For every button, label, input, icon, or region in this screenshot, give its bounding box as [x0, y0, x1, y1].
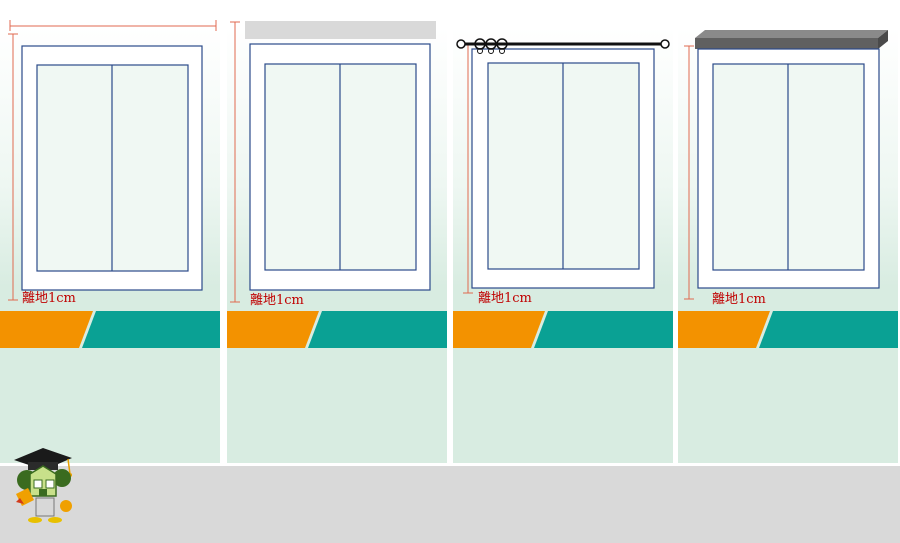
- color-band: [453, 311, 673, 348]
- floor-clearance-label: 離地1cm: [22, 291, 76, 306]
- color-band: [678, 311, 898, 348]
- window-diagram: [456, 38, 670, 294]
- window-diagram: [8, 20, 217, 301]
- graduate-house-mascot-icon: [14, 448, 72, 523]
- panel-1: 離地1cm: [0, 0, 220, 463]
- window-diagram: [230, 21, 436, 303]
- color-band: [227, 311, 447, 348]
- panel-4: 離地1cm: [678, 0, 898, 463]
- panel-2: 離地1cm: [227, 0, 447, 463]
- floor-clearance-label: 離地1cm: [250, 293, 304, 308]
- floor-clearance-label: 離地1cm: [478, 291, 532, 306]
- floor-strip: [0, 466, 900, 543]
- curtain-box: [695, 30, 888, 49]
- curtain-rod: [456, 38, 670, 54]
- floor-clearance-label: 離地1cm: [712, 292, 766, 307]
- color-band: [0, 311, 220, 348]
- window-diagram: [684, 30, 888, 300]
- panel-3: 離地1cm: [453, 0, 673, 463]
- gray-valance-bar: [245, 21, 436, 39]
